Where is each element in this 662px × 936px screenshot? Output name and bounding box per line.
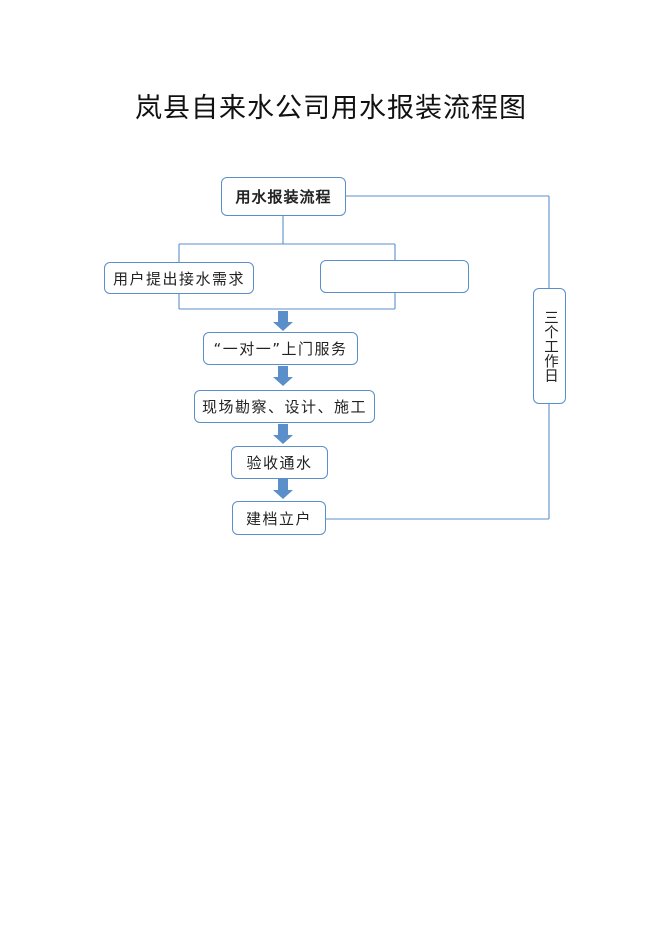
duration-box: 三个工作日 bbox=[533, 288, 566, 404]
arrow-3 bbox=[273, 424, 293, 444]
apply-box: 用户提出接水需求 bbox=[104, 262, 254, 294]
archive-box: 建档立户 bbox=[232, 501, 326, 535]
arrow-4 bbox=[273, 479, 293, 499]
arrow-1 bbox=[273, 311, 293, 331]
accept-box: 验收通水 bbox=[231, 446, 328, 479]
service-box: “一对一”上门服务 bbox=[203, 332, 358, 365]
page-title: 岚县自来水公司用水报装流程图 bbox=[135, 93, 527, 124]
arrow-2 bbox=[273, 366, 293, 386]
survey-box: 现场勘察、设计、施工 bbox=[194, 390, 375, 423]
blank-box bbox=[320, 260, 469, 293]
main-process-box: 用水报装流程 bbox=[221, 177, 346, 216]
